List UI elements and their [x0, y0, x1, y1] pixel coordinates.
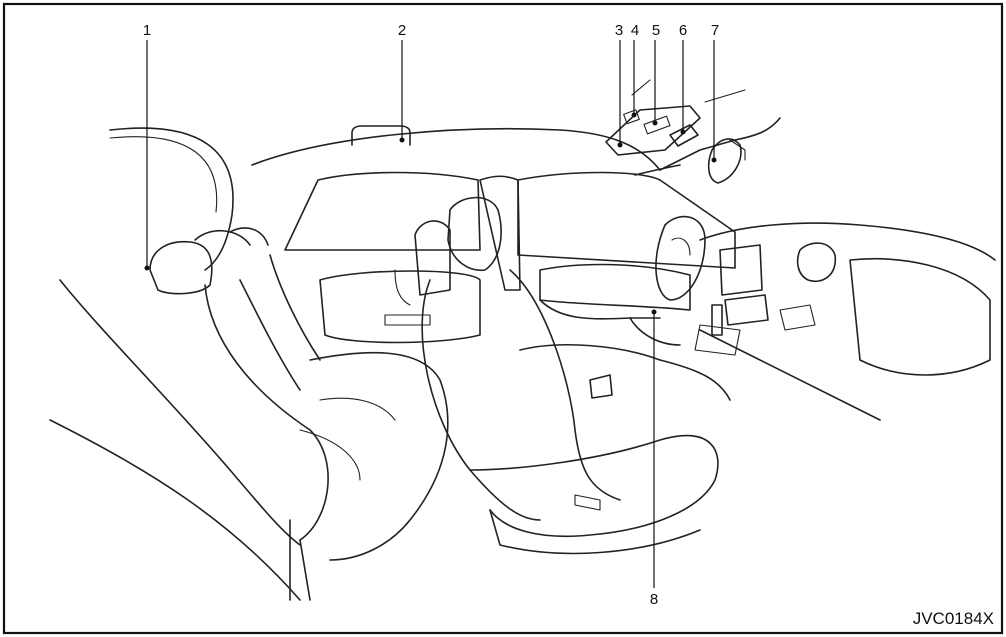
- rear-cushion-seam: [319, 397, 396, 421]
- leader-6-dot: [680, 129, 686, 135]
- leader-1-dot: [144, 265, 150, 271]
- leader-3-dot: [617, 142, 623, 148]
- front-floor-line-2: [659, 359, 731, 401]
- callout-6: 6: [679, 22, 687, 39]
- front-door-upper: [539, 263, 691, 311]
- leader-2-dot: [399, 137, 405, 143]
- map-light-console: [605, 105, 701, 156]
- rear-door-pull: [384, 314, 431, 326]
- rear-pillar-line: [109, 127, 234, 271]
- rear-cushion-seam-2: [299, 429, 361, 481]
- callout-7: 7: [711, 22, 719, 39]
- visor-line: [634, 164, 681, 176]
- front-side-window: [517, 171, 736, 269]
- driver-seatback-left: [421, 279, 541, 521]
- climate-controls: [724, 294, 769, 326]
- steering-wheel: [655, 215, 706, 301]
- callout-2: 2: [398, 22, 406, 39]
- console-side: [699, 329, 881, 421]
- assist-grip: [351, 125, 411, 146]
- mirror-stem: [729, 139, 746, 161]
- steering-hub: [671, 237, 691, 256]
- callout-4: 4: [631, 22, 639, 39]
- front-headrest: [447, 196, 502, 271]
- console-edge-a: [631, 79, 651, 96]
- driver-seatback-right: [509, 269, 621, 501]
- front-floor-line: [519, 344, 661, 361]
- console-lamp-6: [669, 124, 699, 147]
- rear-seat-side: [59, 279, 301, 546]
- b-pillar: [479, 175, 521, 291]
- shifter-base: [694, 324, 741, 356]
- car-interior-illustration: [49, 79, 996, 601]
- seatbelt-right: [269, 254, 321, 361]
- leader-7-dot: [711, 157, 717, 163]
- callout-labels: 1 2 3 4 5 6 7 8: [143, 22, 719, 608]
- callout-1: 1: [143, 22, 151, 39]
- rear-seatback-edge: [204, 284, 329, 541]
- shift-lever: [711, 304, 723, 336]
- a-pillar: [659, 117, 781, 171]
- dash-vent: [796, 242, 837, 282]
- rear-pillar-inner: [109, 136, 218, 213]
- callout-8: 8: [650, 591, 658, 608]
- callout-5: 5: [652, 22, 660, 39]
- passenger-headrest: [414, 220, 451, 296]
- driver-cushion: [469, 434, 719, 538]
- seatbelt-buckle: [589, 374, 613, 399]
- driver-seat-base: [489, 509, 701, 555]
- seatbelt-left: [239, 279, 301, 391]
- rear-window: [284, 171, 481, 251]
- rearview-mirror: [707, 138, 742, 184]
- leader-4-dot: [631, 112, 637, 118]
- front-door-armrest: [539, 299, 661, 320]
- console-button-4: [623, 109, 640, 125]
- dashboard-top: [699, 222, 996, 261]
- rear-seat-base: [289, 519, 311, 601]
- rear-headrest-right: [229, 227, 269, 246]
- figure-code: JVC0184X: [913, 609, 994, 628]
- glovebox-latch: [779, 304, 816, 331]
- door-pocket: [629, 317, 681, 346]
- glovebox: [849, 257, 991, 376]
- rear-headrest-left: [149, 241, 213, 295]
- leader-5-dot: [652, 120, 658, 126]
- roof-edge: [251, 127, 661, 171]
- rear-door-trim: [319, 270, 481, 344]
- seat-lever: [574, 494, 601, 511]
- rear-cushion: [309, 351, 449, 561]
- rear-floor-line: [49, 419, 301, 601]
- callout-leaders: [144, 40, 717, 588]
- leader-8-dot: [651, 309, 657, 315]
- rear-headrest-mid: [194, 229, 251, 246]
- callout-3: 3: [615, 22, 623, 39]
- console-switch-5: [643, 115, 671, 135]
- console-edge-b: [704, 89, 746, 103]
- rear-door-handle: [394, 269, 411, 306]
- center-display: [719, 244, 763, 296]
